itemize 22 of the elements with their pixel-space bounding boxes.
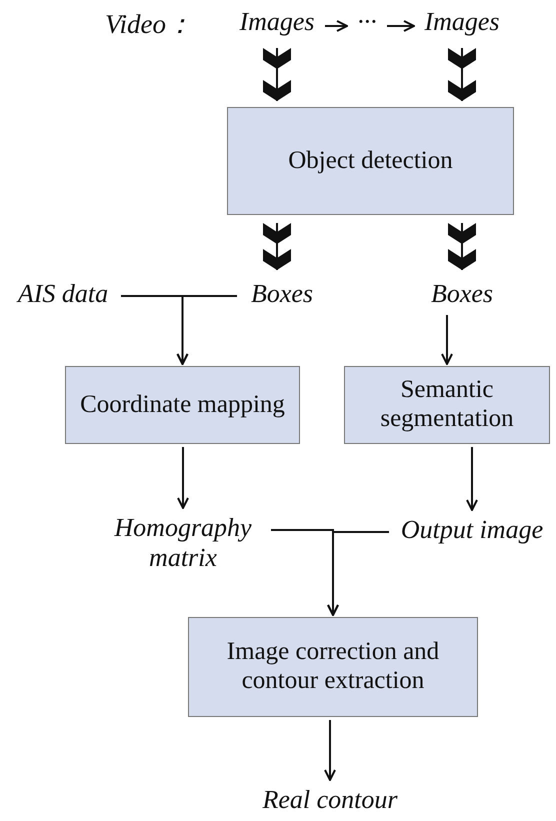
text-label: Homography matrix — [98, 510, 268, 576]
process-box: Image correction and contour extraction — [188, 617, 478, 717]
process-box: Coordinate mapping — [65, 366, 300, 444]
arrow — [466, 447, 478, 511]
text-label: Output image — [392, 512, 552, 548]
arrow — [387, 20, 415, 32]
text-label: ··· — [350, 4, 384, 40]
arrow — [441, 315, 453, 365]
process-box: Semantic segmentation — [344, 366, 550, 444]
text-label: Boxes — [240, 276, 324, 312]
arrow — [327, 531, 389, 616]
arrow — [325, 20, 348, 32]
text-label: AIS data — [8, 276, 118, 312]
text-label: Images — [417, 4, 507, 40]
text-label: Boxes — [420, 276, 504, 312]
text-label: Images — [232, 4, 322, 40]
arrow — [176, 295, 237, 365]
text-label: Real contour — [240, 782, 420, 818]
arrow — [324, 720, 336, 781]
text-label: Video： — [105, 8, 193, 41]
arrow — [177, 447, 189, 509]
process-box: Object detection — [227, 107, 514, 215]
